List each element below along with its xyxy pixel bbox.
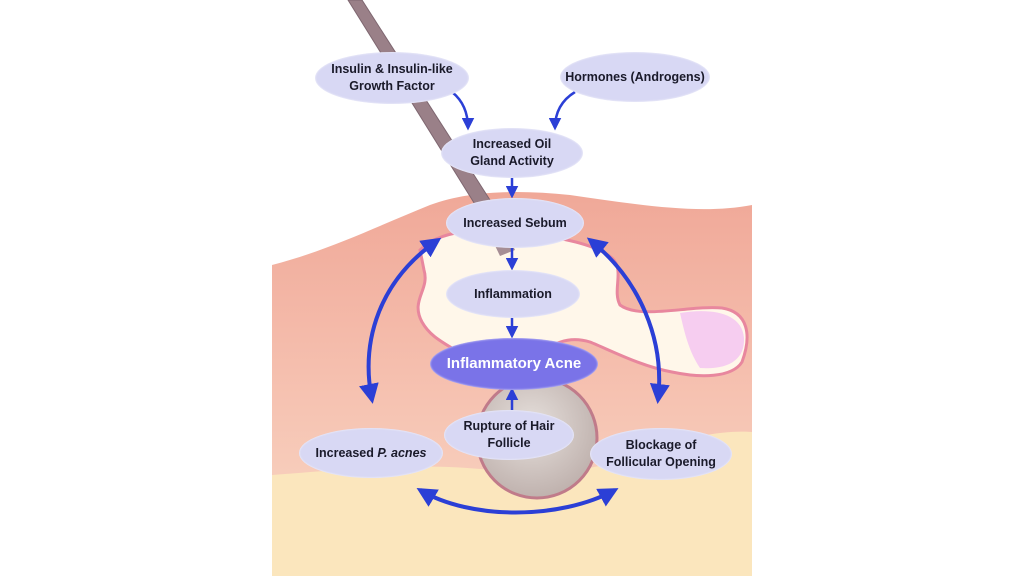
node-insulin: Insulin & Insulin-like Growth Factor (315, 52, 469, 104)
arrow-sebum-p-acnes (359, 237, 442, 404)
arrow-p-acnes-blockage (416, 487, 619, 515)
gland-pink-tip (680, 311, 745, 369)
hair-shaft (347, 0, 491, 207)
node-blockage-follicular-opening: Blockage of Follicular Opening (590, 428, 732, 480)
arrow-hormones-to-oil-gland (548, 90, 576, 131)
node-increased-sebum: Increased Sebum (446, 198, 584, 248)
node-rupture-hair-follicle: Rupture of Hair Follicle (444, 410, 574, 460)
node-inflammatory-acne: Inflammatory Acne (430, 338, 598, 390)
node-increased-p-acnes: Increased P. acnes (299, 428, 443, 478)
node-oil-gland-activity: Increased Oil Gland Activity (441, 128, 583, 178)
node-hormones: Hormones (Androgens) (560, 52, 710, 102)
node-inflammation: Inflammation (446, 270, 580, 318)
arrow-sebum-blockage (586, 237, 670, 404)
arrow-insulin-to-oil-gland (451, 91, 475, 131)
